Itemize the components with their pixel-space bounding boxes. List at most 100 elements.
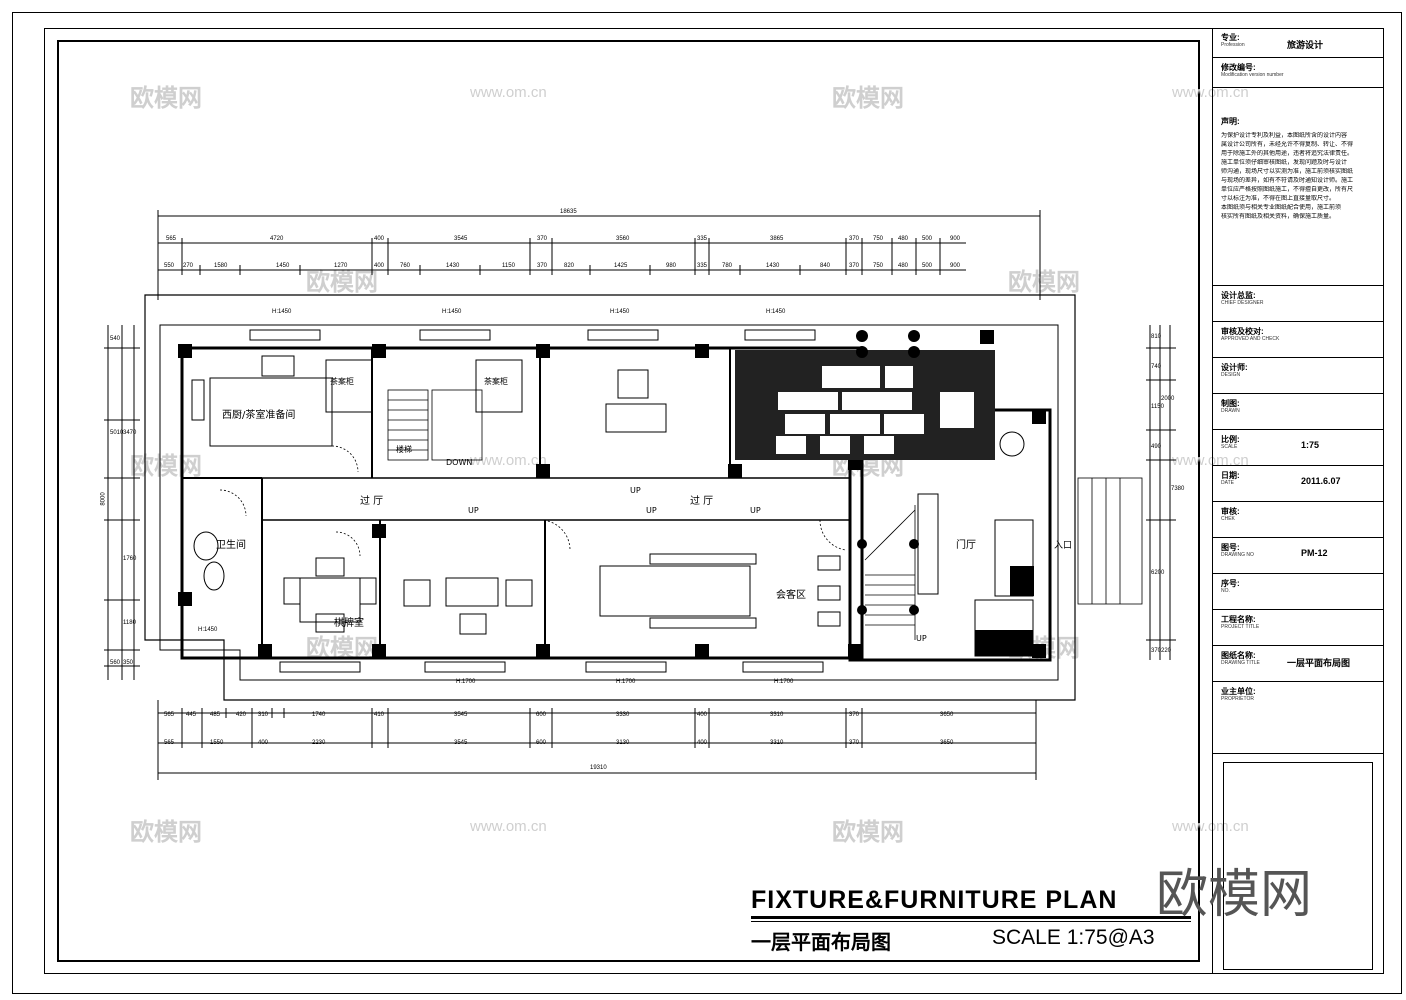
dimension-top: 750 — [873, 263, 884, 269]
dimension-top: 1425 — [614, 263, 628, 269]
dimension-top: 1450 — [276, 263, 290, 269]
sheet-inner-frame — [44, 28, 1384, 974]
dimension-bottom: 370 — [849, 712, 860, 718]
dimension-top: 1580 — [214, 263, 228, 269]
tb-scale: 比例: SCALE 1:75 — [1213, 430, 1383, 466]
watermark-url: www.om.cn — [1172, 452, 1249, 469]
room-label-reception: 会客区 — [776, 590, 806, 601]
watermark-url: www.om.cn — [1172, 818, 1249, 835]
drawing-border — [57, 40, 1200, 962]
window-tag: H:1450 — [610, 309, 630, 315]
dimension-bottom: 485 — [210, 712, 221, 718]
watermark-brand: 欧模网 — [832, 84, 904, 112]
dimension-bottom: 370 — [849, 740, 860, 746]
dimension-top: 980 — [666, 263, 677, 269]
dimension-bottom: 3545 — [454, 712, 468, 718]
dimension-bottom: 2230 — [312, 740, 326, 746]
tb-approved: 审核及校对: APPROVED AND CHECK — [1213, 322, 1383, 358]
room-label-down: DOWN — [446, 458, 473, 467]
dimension-bottom: 1740 — [312, 712, 326, 718]
dimension-top: 1430 — [446, 263, 460, 269]
window-tag: H:1700 — [616, 679, 636, 685]
dimension-top: 335 — [697, 236, 708, 242]
dimension-bottom: 400 — [697, 712, 708, 718]
dimension-bottom: 3310 — [770, 740, 784, 746]
dimension-left: 1180 — [123, 620, 136, 626]
dimension-bottom: 420 — [236, 712, 247, 718]
tb-design: 设计师: DESIGN — [1213, 358, 1383, 394]
dimension-top: 820 — [564, 263, 575, 269]
dimension-bottom: 600 — [536, 712, 547, 718]
title-block: 专业: Profession 旅游设计 修改编号: Modification v… — [1212, 28, 1384, 974]
dimension-top: 370 — [537, 263, 548, 269]
brand-logo: 欧模网 — [1156, 865, 1313, 925]
window-tag: H:1450 — [272, 309, 292, 315]
up-mark: UP — [646, 506, 657, 515]
watermark-url: www.om.cn — [470, 452, 547, 469]
dimension-top: 3865 — [770, 236, 784, 242]
dimension-right: 740 — [1151, 364, 1162, 370]
dimension-bottom: 410 — [374, 712, 385, 718]
room-label-toilet: 卫生间 — [216, 540, 246, 551]
tb-date: 日期: DATE 2011.6.07 — [1213, 466, 1383, 502]
dimension-bottom: 1550 — [210, 740, 224, 746]
watermark-url: www.om.cn — [470, 818, 547, 835]
tb-drawing-no: 图号: DRAWING NO PM-12 — [1213, 538, 1383, 574]
up-mark: UP — [916, 634, 927, 643]
room-label-cabinet-2: 茶案柜 — [484, 377, 508, 386]
dimension-top: 270 — [183, 263, 194, 269]
dimension-bottom: 600 — [536, 740, 547, 746]
room-label-entrance: 入口 — [1054, 541, 1073, 551]
tb-proprietor: 业主单位: PROPRIETOR — [1213, 682, 1383, 754]
dimension-right: 490 — [1151, 444, 1162, 450]
watermark-brand: 欧模网 — [130, 452, 202, 480]
dimension-top: 480 — [898, 236, 909, 242]
title-underline — [751, 916, 1191, 919]
window-tag: H:1450 — [198, 627, 218, 633]
plan-title-cn: 一层平面布局图 — [751, 930, 891, 954]
window-tag: H:1700 — [774, 679, 794, 685]
dimension-bottom: 3650 — [940, 712, 954, 718]
dimension-top: 480 — [898, 263, 909, 269]
dimension-left: 1760 — [123, 556, 137, 562]
dimension-top: 500 — [922, 236, 933, 242]
window-tag: H:1450 — [442, 309, 462, 315]
dimension-top: 1430 — [766, 263, 780, 269]
dimension-right: 7380 — [1171, 486, 1185, 492]
dimension-bottom-total: 19310 — [590, 765, 607, 771]
plan-title-en: FIXTURE&FURNITURE PLAN — [751, 886, 1118, 914]
dimension-top: 900 — [950, 236, 961, 242]
tb-notes-text: 为保护设计专利及利益，本图纸所含的设计内容 属设计公司所有，未经允许不得复制、转… — [1221, 133, 1354, 220]
dimension-top: 370 — [849, 263, 860, 269]
dimension-top: 370 — [849, 236, 860, 242]
tb-profession: 专业: Profession 旅游设计 — [1213, 28, 1383, 58]
dimension-bottom: 565 — [164, 740, 175, 746]
tb-check: 审核: CHEK — [1213, 502, 1383, 538]
dimension-right: 370 — [1151, 648, 1162, 654]
dimension-top: 750 — [873, 236, 884, 242]
tb-chief-designer: 设计总监: CHIEF DESIGNER — [1213, 286, 1383, 322]
watermark-brand: 欧模网 — [130, 818, 202, 846]
dimension-right: 2000 — [1161, 396, 1175, 402]
dimension-right: 810 — [1151, 334, 1162, 340]
dimension-bottom: 400 — [697, 740, 708, 746]
dimension-top: 1150 — [502, 263, 515, 269]
dimension-top: 3560 — [616, 236, 630, 242]
dimension-left-total: 8000 — [100, 492, 107, 506]
watermark-url: www.om.cn — [1172, 84, 1249, 101]
dimension-top: 500 — [922, 263, 933, 269]
watermark-url: www.om.cn — [470, 84, 547, 101]
dimension-top: 550 — [164, 263, 175, 269]
dimension-bottom: 3545 — [454, 740, 468, 746]
dimension-top-total: 18635 — [560, 209, 577, 215]
room-label-stairs: 楼梯 — [396, 445, 412, 454]
dimension-top: 900 — [950, 263, 961, 269]
room-label-kitchen: 西厨/茶室准备间 — [222, 410, 296, 421]
dimension-bottom: 565 — [164, 712, 175, 718]
dimension-left: 350 — [123, 660, 134, 666]
plan-scale: SCALE 1:75@A3 — [992, 926, 1155, 949]
tb-project: 工程名称: PROJECT TITLE — [1213, 610, 1383, 646]
room-label-cabinet-1: 茶案柜 — [330, 377, 354, 386]
dimension-top: 565 — [166, 236, 177, 242]
room-label-entry-hall: 门厅 — [956, 540, 976, 551]
